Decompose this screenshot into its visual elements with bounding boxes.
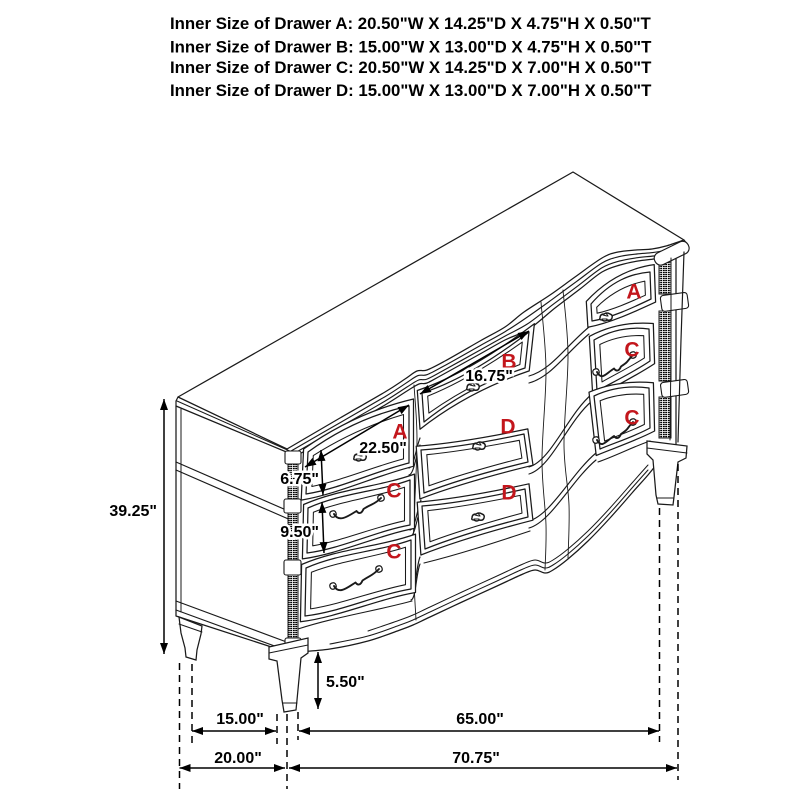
svg-text:Inner Size of Drawer D: 15.00": Inner Size of Drawer D: 15.00"W X 13.00"…	[170, 81, 652, 100]
svg-text:C: C	[386, 480, 401, 503]
svg-text:20.00": 20.00"	[214, 750, 262, 767]
svg-text:15.00": 15.00"	[216, 711, 264, 728]
svg-text:5.50": 5.50"	[326, 674, 365, 691]
svg-text:D: D	[500, 416, 515, 439]
svg-text:B: B	[501, 351, 516, 374]
svg-text:A: A	[626, 281, 641, 304]
svg-text:C: C	[624, 407, 639, 430]
svg-text:65.00": 65.00"	[456, 711, 504, 728]
svg-text:C: C	[624, 339, 639, 362]
svg-text:D: D	[501, 482, 516, 505]
svg-text:C: C	[386, 541, 401, 564]
svg-text:Inner Size of Drawer C: 20.50": Inner Size of Drawer C: 20.50"W X 14.25"…	[170, 58, 652, 77]
svg-text:A: A	[392, 421, 407, 444]
svg-text:6.75": 6.75"	[280, 471, 319, 488]
svg-text:9.50": 9.50"	[280, 524, 319, 541]
svg-text:70.75": 70.75"	[452, 750, 500, 767]
svg-text:16.75": 16.75"	[465, 368, 513, 385]
svg-text:Inner Size of Drawer B: 15.00": Inner Size of Drawer B: 15.00"W X 13.00"…	[170, 38, 652, 57]
svg-text:39.25": 39.25"	[109, 503, 157, 520]
svg-text:22.50": 22.50"	[359, 440, 407, 457]
svg-text:Inner Size of Drawer A: 20.50": Inner Size of Drawer A: 20.50"W X 14.25"…	[170, 14, 652, 33]
